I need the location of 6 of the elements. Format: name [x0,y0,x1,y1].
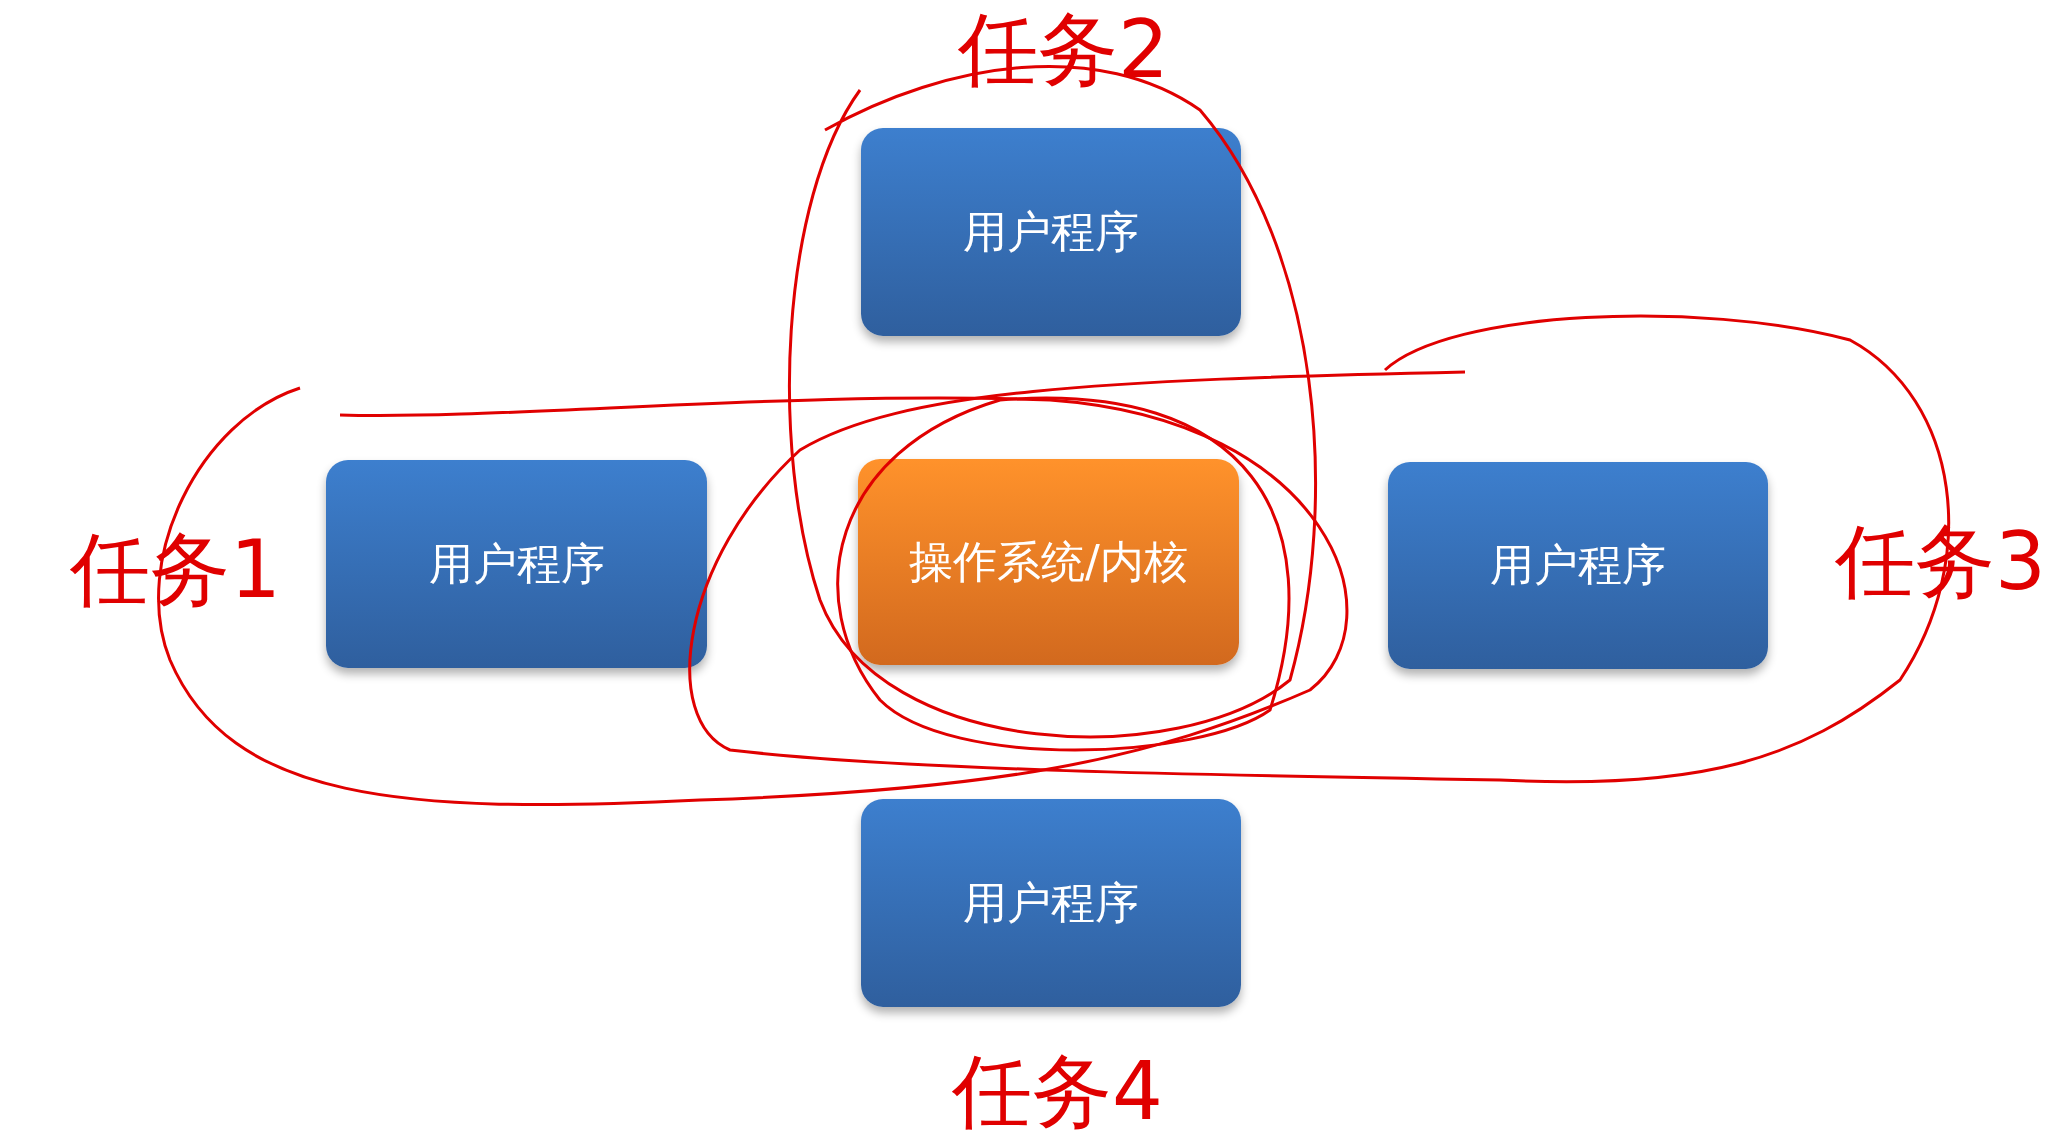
process-box: 用户程序 [326,460,707,668]
task-label: 任务4 [952,1052,1163,1132]
process-box: 用户程序 [861,799,1241,1007]
process-box: 用户程序 [861,128,1241,336]
process-box: 操作系统/内核 [858,459,1239,665]
process-box: 用户程序 [1388,462,1768,669]
